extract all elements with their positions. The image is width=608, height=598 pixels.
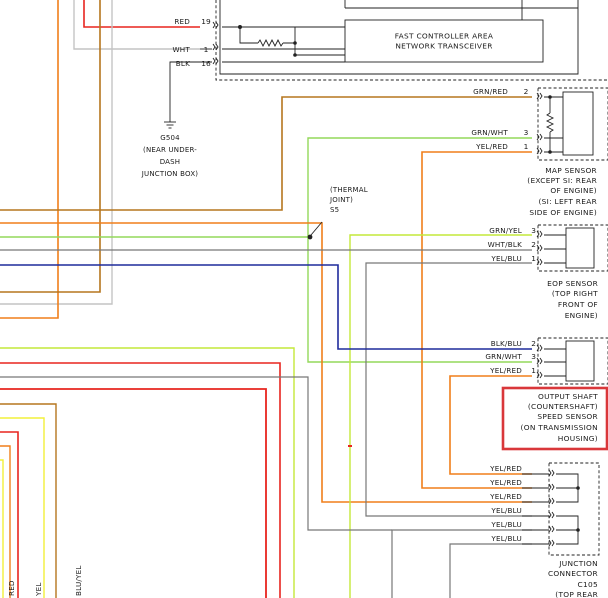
pin-wire-label: WHT [172, 45, 190, 54]
wire-grn-red [0, 96, 532, 211]
eop-sensor-label: (TOP RIGHT [552, 289, 598, 298]
map-sensor-label: (SI: LEFT REAR [538, 197, 597, 206]
wire-brown-low [0, 403, 57, 598]
junction-wire-label: YEL/BLU [490, 520, 522, 529]
map-sensor-label: (EXCEPT SI: REAR [527, 176, 597, 185]
junction-wire-label: YEL/RED [489, 464, 522, 473]
pin-wire-label: RED [174, 17, 190, 26]
wire-group [0, 0, 532, 598]
junction-label: JUNCTION [558, 559, 598, 568]
pin-wire-label: BLK [176, 59, 190, 68]
pin-number: 1 [531, 366, 536, 375]
highlight-box [501, 386, 608, 451]
pin-number: 19 [201, 17, 211, 26]
junction-wire-label: YEL/BLU [490, 534, 522, 543]
eop-sensor-label: EOP SENSOR [547, 279, 598, 288]
junction-label: (TOP REAR [555, 590, 598, 598]
control-module: FAST CONTROLLER AREA NETWORK TRANSCEIVER [215, 0, 608, 81]
pin-wire-label: YEL/RED [489, 366, 522, 375]
pin-number: 3 [524, 128, 529, 137]
wire-gray-low [0, 376, 392, 531]
map-sensor-label: MAP SENSOR [545, 166, 597, 175]
thermal-joint-label: (THERMAL [330, 186, 368, 194]
bottom-wire-label: YEL [34, 582, 43, 597]
junction-label: C105 [578, 580, 598, 589]
connector-leads [522, 473, 549, 545]
output-shaft-label: (COUNTERSHAFT) [528, 402, 598, 411]
eop-sensor-label: FRONT OF [558, 300, 598, 309]
pin-number: 2 [531, 240, 536, 249]
wire-brown-mid [0, 0, 101, 293]
pin-number: 1 [531, 254, 536, 263]
wire-red-top [83, 0, 200, 28]
pin-wire-label: GRN/WHT [485, 352, 522, 361]
pin-wire-label: GRN/YEL [489, 226, 522, 235]
wire-yellow-low [0, 417, 45, 598]
pin-wire-label: GRN/WHT [471, 128, 508, 137]
wire-orange-thermal [0, 222, 532, 503]
junction-label: CONNECTOR [548, 569, 598, 578]
ground-note: DASH [160, 158, 181, 166]
pin-wire-label: YEL/BLU [490, 254, 522, 263]
wire-white-top [73, 0, 200, 50]
output-shaft-sensor: BLK/BLU 2 GRN/WHT 3 YEL/RED 1 OUTPUT SHA… [485, 337, 608, 451]
pin-wire-label: BLK/BLU [491, 339, 522, 348]
ground-note: JUNCTION BOX) [141, 170, 199, 178]
output-shaft-label: (ON TRANSMISSION [521, 423, 598, 432]
wire-yellow-green-low [0, 347, 295, 598]
wire-orange-left [0, 0, 59, 319]
wire-grn-yel [349, 234, 532, 598]
wire-red-low-3 [0, 431, 19, 598]
pin-wire-label: YEL/RED [475, 142, 508, 151]
wire-yel-blu-eop [365, 262, 532, 517]
ground-symbol: G504 (NEAR UNDER- DASH JUNCTION BOX) [141, 121, 199, 178]
wire-red-low-2 [0, 388, 267, 598]
pin-wire-label: GRN/RED [473, 87, 508, 96]
pin-number: 16 [201, 59, 211, 68]
pin-number: 2 [524, 87, 529, 96]
pin-number: 1 [204, 45, 209, 54]
wire-yel-red-oss [449, 375, 532, 475]
wire-yel-blu-jc3 [449, 543, 532, 598]
bottom-wire-label: RED [7, 580, 16, 596]
eop-sensor-label: ENGINE) [565, 311, 598, 320]
eop-sensor: GRN/YEL 3 WHT/BLK 2 YEL/BLU 1 EOP SENSOR… [488, 224, 608, 320]
junction-wire-label: YEL/BLU [490, 506, 522, 515]
wire-yel-red-map [421, 151, 532, 489]
wire-orange-low [0, 445, 11, 598]
wire-yellow-low-2 [0, 459, 4, 598]
bottom-wire-label: BLU/YEL [74, 565, 83, 596]
map-sensor: GRN/RED 2 GRN/WHT 3 YEL/RED 1 MAP SENSOR… [471, 87, 608, 217]
junction-wire-label: YEL/RED [489, 492, 522, 501]
pin-number: 1 [524, 142, 529, 151]
ground-id: G504 [160, 134, 180, 142]
junction-wire-label: YEL/RED [489, 478, 522, 487]
thermal-joint-label: S5 [330, 206, 339, 214]
pin-number: 3 [531, 226, 536, 235]
map-sensor-label: OF ENGINE) [550, 186, 597, 195]
ground-note: (NEAR UNDER- [143, 146, 197, 154]
junction-connector: YEL/RED YEL/RED YEL/RED YEL/BLU YEL/BLU … [489, 462, 600, 598]
map-sensor-label: SIDE OF ENGINE) [529, 208, 597, 217]
top-pin-group: RED 19 WHT 1 BLK 16 [169, 17, 219, 122]
transceiver-label-line1: FAST CONTROLLER AREA [395, 32, 493, 41]
wire-red-low-1 [0, 362, 281, 598]
pin-wire-label: WHT/BLK [488, 240, 522, 249]
bottom-labels: RED YEL BLU/YEL [7, 565, 83, 597]
pin-number: 3 [531, 352, 536, 361]
pin-number: 2 [531, 339, 536, 348]
wire-blk-blu [0, 264, 532, 350]
output-shaft-label: HOUSING) [558, 434, 598, 443]
thermal-joint-label: JOINT) [329, 196, 353, 204]
thermal-joint: (THERMAL JOINT) S5 [307, 186, 368, 240]
output-shaft-label: OUTPUT SHAFT [538, 392, 598, 401]
transceiver-label-line2: NETWORK TRANSCEIVER [395, 42, 492, 51]
wire-light-gray-long [0, 0, 113, 305]
output-shaft-label: SPEED SENSOR [537, 412, 598, 421]
